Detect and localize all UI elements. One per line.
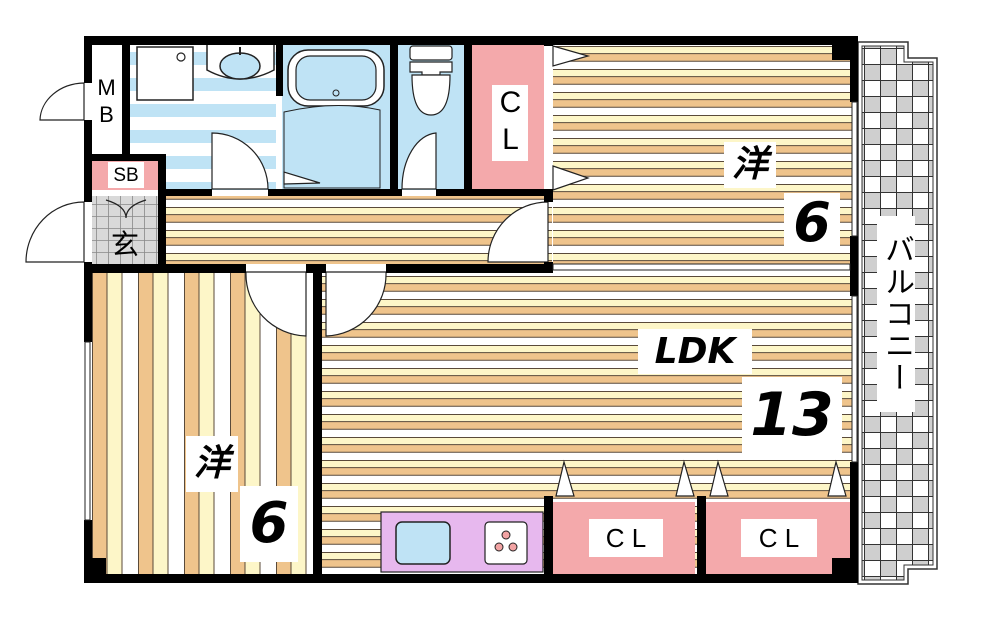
entrance-label: 玄 — [110, 228, 139, 261]
ldk-size: 13 — [742, 377, 842, 453]
meter-box-label: MB — [94, 75, 119, 129]
ldk-label: LDK — [638, 329, 752, 374]
closet-door-markers — [283, 45, 847, 497]
western-room-north-label: 洋 — [724, 142, 776, 188]
stove-icon — [484, 521, 528, 565]
western-room-south-size: 6 — [240, 486, 298, 562]
closet-south-left-label: C L — [589, 519, 663, 557]
toilet-icon — [409, 45, 453, 116]
sink-icon — [395, 521, 451, 565]
meter-box — [90, 44, 122, 122]
doors — [25, 82, 549, 337]
closet-north-label: CL — [492, 85, 528, 161]
windows — [84, 101, 858, 521]
western-room-south-label: 洋 — [186, 436, 238, 492]
balcony-label: バルコニー — [877, 216, 915, 412]
hallway-floor — [166, 196, 552, 264]
walls — [84, 36, 858, 583]
entrance-floor — [92, 196, 160, 264]
shoe-box-label: SB — [108, 162, 144, 188]
closet-south-right-label: C L — [741, 519, 817, 557]
western-room-north-size: 6 — [784, 193, 840, 253]
